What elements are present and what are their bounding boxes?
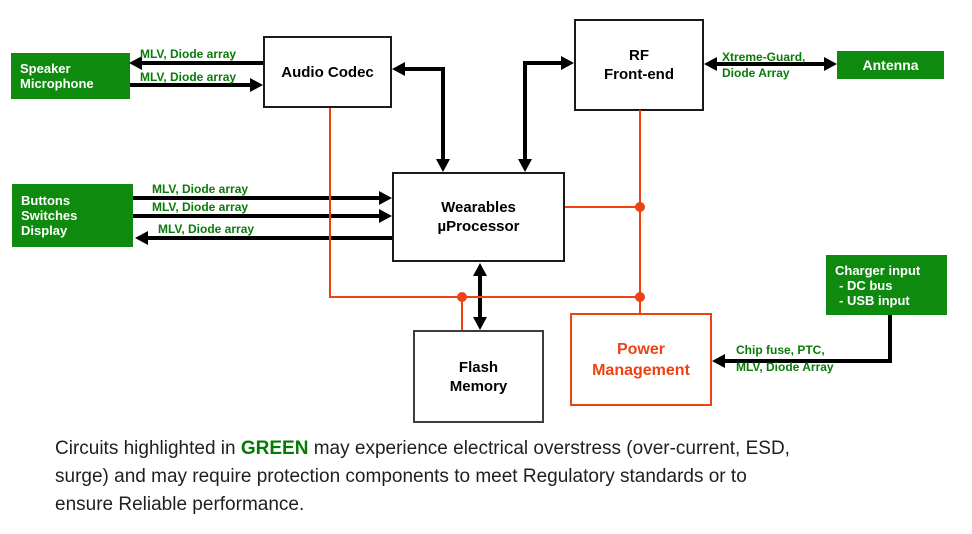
label-buttons-3: MLV, Diode array: [158, 222, 255, 236]
label-charger-1: Chip fuse, PTC,: [736, 343, 825, 357]
rf-antenna-line: [716, 62, 825, 66]
label-antenna-1: Xtreme-Guard,: [722, 50, 806, 64]
memory-line: Memory: [449, 377, 508, 395]
label-buttons-1: MLV, Diode array: [152, 182, 249, 196]
charger-line3: - USB input: [839, 292, 910, 308]
flash-line: Flash: [458, 358, 499, 376]
power-rail-junction-dot-1: [635, 202, 645, 212]
buttons-arrowhead-2-icon: [379, 209, 392, 223]
rf-antenna-arrowhead-left-icon: [704, 57, 717, 71]
label-buttons-2: MLV, Diode array: [152, 200, 249, 214]
rf-uprocessor-vline: [523, 61, 527, 160]
buttons-to-uprocessor-line-2: [133, 214, 380, 218]
caption-line2: surge) and may require protection compon…: [55, 466, 747, 487]
power-rail-junction-dot-2: [457, 292, 467, 302]
codec-uprocessor-arrowhead-left-icon: [392, 62, 405, 76]
label-codec-to-speaker: MLV, Diode array: [140, 47, 237, 61]
wearables-line: Wearables: [441, 199, 516, 216]
caption-text: Circuits highlighted in GREEN may experi…: [55, 435, 895, 519]
rf-uprocessor-arrowhead-right-icon: [561, 56, 574, 70]
audio-codec-box: Audio Codec: [263, 36, 392, 108]
buttons-line: Buttons: [21, 193, 71, 208]
antenna-box: Antenna: [837, 51, 944, 79]
charger-power-arrowhead-icon: [712, 354, 725, 368]
caption-part2: may experience electrical overstress (ov…: [308, 438, 790, 459]
label-speaker-to-codec: MLV, Diode array: [140, 70, 237, 84]
codec-to-speaker-arrowhead-icon: [129, 56, 142, 70]
flash-memory-box: Flash Memory: [413, 330, 544, 423]
power-rail-uprocessor-hline: [565, 206, 641, 208]
display-line: Display: [21, 223, 68, 238]
power-rail-junction-dot-3: [635, 292, 645, 302]
power-rail-flash-stub: [461, 297, 463, 330]
charger-power-hline: [724, 359, 892, 363]
rf-frontend-box: RF Front-end: [574, 19, 704, 111]
buttons-arrowhead-3-icon: [135, 231, 148, 245]
power-rail-hline: [329, 296, 641, 298]
wearables-uprocessor-box: Wearables µProcessor: [392, 172, 565, 262]
speaker-line: Speaker: [20, 61, 71, 76]
power-management-box: Power Management: [570, 313, 712, 406]
label-charger-2: MLV, Diode Array: [736, 360, 834, 374]
switches-line: Switches: [21, 208, 78, 223]
charger-power-vline: [888, 315, 892, 363]
caption-line3: ensure Reliable performance.: [55, 494, 305, 515]
power-line: Power: [616, 340, 665, 358]
buttons-switches-display-box: Buttons Switches Display: [12, 184, 133, 247]
power-rail-codec-vline: [329, 108, 331, 298]
management-line: Management: [592, 361, 690, 379]
charger-line2: - DC bus: [839, 277, 893, 293]
codec-to-speaker-line: [142, 61, 263, 65]
speaker-to-codec-arrowhead-icon: [250, 78, 263, 92]
uprocessor-line: µProcessor: [437, 218, 520, 235]
audio-codec-label: Audio Codec: [281, 63, 374, 81]
codec-uprocessor-arrowhead-down-icon: [436, 159, 450, 172]
codec-uprocessor-vline: [441, 67, 445, 160]
microphone-line: Microphone: [20, 76, 94, 91]
charger-line1: Charger input: [835, 262, 921, 278]
buttons-to-uprocessor-line-1: [133, 196, 380, 200]
frontend-line: Front-end: [604, 66, 674, 83]
rf-antenna-arrowhead-right-icon: [824, 57, 837, 71]
antenna-label: Antenna: [862, 56, 919, 73]
flash-uprocessor-arrowhead-up-icon: [473, 263, 487, 276]
flash-uprocessor-arrowhead-down-icon: [473, 317, 487, 330]
charger-input-box: Charger input - DC bus - USB input: [826, 255, 947, 315]
rf-line: RF: [629, 47, 649, 64]
uprocessor-to-buttons-line: [147, 236, 392, 240]
buttons-arrowhead-1-icon: [379, 191, 392, 205]
caption-green-highlight: GREEN: [240, 438, 309, 459]
speaker-to-codec-line: [130, 83, 251, 87]
label-antenna-2: Diode Array: [722, 66, 790, 80]
rf-uprocessor-hline: [523, 61, 563, 65]
caption-part1: Circuits highlighted in: [55, 438, 241, 459]
codec-uprocessor-hline: [404, 67, 445, 71]
rf-uprocessor-arrowhead-down-icon: [518, 159, 532, 172]
speaker-microphone-box: Speaker Microphone: [11, 53, 130, 99]
